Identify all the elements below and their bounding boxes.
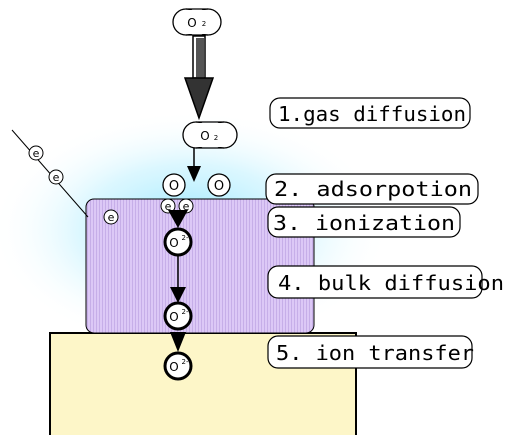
- electron-label: e: [165, 200, 172, 213]
- electron-label: e: [183, 200, 190, 213]
- ionization-electron-left: e: [160, 198, 176, 214]
- oxide-ion-symbol: O: [169, 310, 178, 324]
- molecule-symbol: O: [200, 129, 209, 143]
- ionization-electron-right: e: [178, 198, 194, 214]
- o2-molecule-gas: O 2: [172, 8, 222, 36]
- adsorbed-o-label: O: [214, 179, 224, 194]
- step-5-box: 5. ion transfer: [267, 335, 474, 369]
- electron-label: e: [33, 147, 40, 160]
- step-1-box: 1.gas diffusion: [269, 97, 471, 129]
- transfer-arrow-head: [170, 332, 186, 352]
- step-5-label: 5. ion transfer: [276, 341, 474, 365]
- electrode-electron: e: [103, 209, 119, 225]
- o2-molecule-surface: O 2: [182, 121, 238, 149]
- oxide-ion-charge: 2-: [182, 358, 189, 366]
- molecule-symbol: O: [187, 16, 196, 30]
- step-3-box: 3. ionization: [267, 206, 461, 238]
- step-4-box: 4. bulk diffusion: [267, 265, 504, 299]
- adsorbed-o-left: O: [162, 173, 186, 197]
- oxide-ion-symbol: O: [169, 236, 178, 250]
- oxide-ion-charge: 2-: [182, 308, 189, 316]
- bulk-arrow-head: [170, 287, 186, 303]
- adsorbed-o-right: O: [207, 173, 231, 197]
- electron-label: e: [108, 211, 115, 224]
- adsorbed-o-label: O: [169, 179, 179, 194]
- small-arrow-head: [187, 166, 201, 182]
- gas-diffusion-arrow: [183, 35, 215, 121]
- ionization-arrow-head: [168, 210, 188, 228]
- oxide-ion-symbol: O: [169, 360, 178, 374]
- step-2-box: 2. adsorpotion: [265, 173, 479, 205]
- oxide-ion-3: O 2-: [163, 351, 193, 381]
- step-3-label: 3. ionization: [273, 211, 455, 235]
- wire-electron-2: e: [48, 169, 64, 185]
- molecule-subscript: 2: [202, 20, 206, 28]
- step-1-label: 1.gas diffusion: [278, 102, 466, 126]
- molecule-subscript: 2: [214, 134, 218, 142]
- electron-label: e: [53, 171, 60, 184]
- step-4-label: 4. bulk diffusion: [278, 271, 504, 295]
- oxide-ion-2: O 2-: [163, 301, 193, 331]
- wire-electron-1: e: [28, 145, 44, 161]
- oxide-ion-1: O 2-: [163, 227, 193, 257]
- oxide-ion-charge: 2-: [182, 234, 189, 242]
- step-2-label: 2. adsorpotion: [274, 177, 472, 201]
